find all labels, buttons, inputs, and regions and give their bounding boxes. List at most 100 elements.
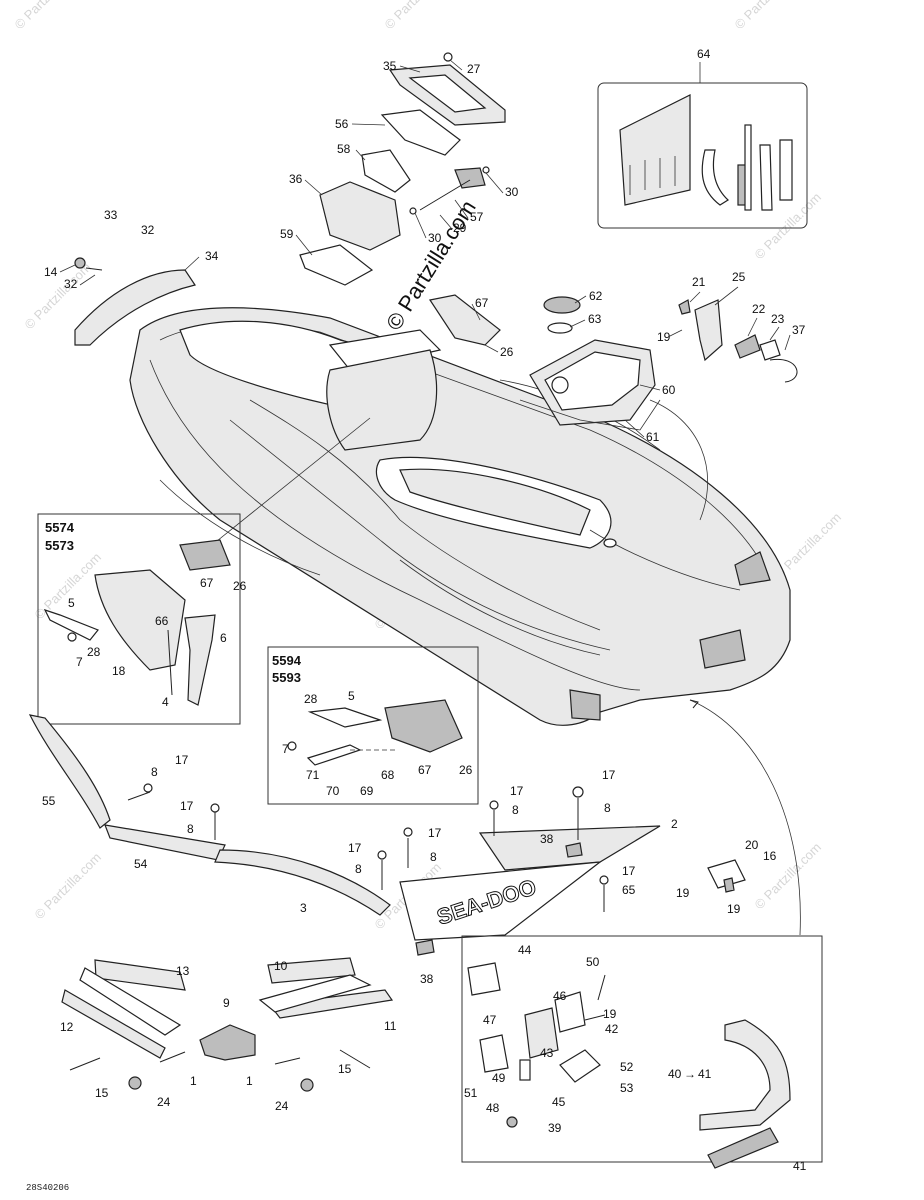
callout-6: 6 [220, 631, 227, 645]
callout-44: 44 [518, 943, 532, 957]
callout-9: 9 [223, 996, 230, 1010]
callout-28: 28 [87, 645, 101, 659]
callout-39: 39 [548, 1121, 562, 1135]
callout-26: 26 [459, 763, 473, 777]
callout-58: 58 [337, 142, 351, 156]
watermark: © Partzilla.com [12, 0, 85, 32]
callout-18: 18 [112, 664, 126, 678]
arrow-glyph: → [684, 1067, 696, 1081]
callout-49: 49 [492, 1071, 506, 1085]
watermark: © Partzilla.com [382, 0, 455, 32]
variant-box-5574 [37, 513, 241, 725]
callout-14: 14 [44, 265, 58, 279]
handle-26 [429, 294, 501, 346]
callout-19: 19 [727, 902, 741, 916]
side-moldings [28, 714, 661, 941]
callout-19: 19 [657, 330, 671, 344]
callout-34: 34 [205, 249, 219, 263]
callout-2: 2 [671, 817, 678, 831]
variant-code: 5573 [45, 538, 74, 553]
callout-19: 19 [603, 1007, 617, 1021]
callout-38: 38 [420, 972, 434, 986]
callout-68: 68 [381, 768, 395, 782]
callout-17: 17 [510, 784, 524, 798]
callout-37: 37 [792, 323, 806, 337]
callout-54: 54 [134, 857, 148, 871]
callout-67: 67 [418, 763, 432, 777]
callout-1: 1 [190, 1074, 197, 1088]
tow-eye-hardware [678, 299, 798, 383]
hull-detail [159, 479, 601, 656]
callout-41: 41 [698, 1067, 712, 1081]
callout-71: 71 [306, 768, 320, 782]
callout-27: 27 [467, 62, 481, 76]
callout-56: 56 [335, 117, 349, 131]
callout-17: 17 [622, 864, 636, 878]
callout-5: 5 [348, 689, 355, 703]
callout-26: 26 [500, 345, 514, 359]
callout-35: 35 [383, 59, 397, 73]
callout-19: 19 [676, 886, 690, 900]
callout-46: 46 [553, 989, 567, 1003]
callout-38: 38 [540, 832, 554, 846]
storage-bin [519, 296, 661, 431]
bumper-rails [61, 957, 394, 1092]
grab-handle-34 [74, 269, 196, 346]
callout-20: 20 [745, 838, 759, 852]
callout-17: 17 [428, 826, 442, 840]
callout-48: 48 [486, 1101, 500, 1115]
callout-15: 15 [95, 1086, 109, 1100]
callout-40: 40 [668, 1067, 682, 1081]
callout-30: 30 [428, 231, 442, 245]
callout-17: 17 [180, 799, 194, 813]
callout-61: 61 [646, 430, 660, 444]
callout-63: 63 [588, 312, 602, 326]
callout-30: 30 [505, 185, 519, 199]
callout-24: 24 [275, 1099, 289, 1113]
callout-36: 36 [289, 172, 303, 186]
callout-64: 64 [697, 47, 711, 61]
variant-code: 5594 [272, 653, 302, 668]
callout-22: 22 [752, 302, 766, 316]
callout-16: 16 [763, 849, 777, 863]
callout-8: 8 [604, 801, 611, 815]
drawing-code: 28S40206 [26, 1183, 70, 1193]
callout-4: 4 [162, 695, 169, 709]
callout-13: 13 [176, 964, 190, 978]
callout-23: 23 [771, 312, 785, 326]
watermark: © Partzilla.com [32, 850, 105, 923]
leader-arrow [689, 699, 801, 936]
callout-67: 67 [475, 296, 489, 310]
callout-59: 59 [280, 227, 294, 241]
callout-12: 12 [60, 1020, 74, 1034]
variant-code: 5593 [272, 670, 301, 685]
callout-32: 32 [64, 277, 78, 291]
callout-labels: 35 27 56 58 36 30 57 29 30 59 33 32 14 3… [42, 47, 807, 1173]
callout-43: 43 [540, 1046, 554, 1060]
leader-line [649, 399, 708, 521]
callout-60: 60 [662, 383, 676, 397]
fasteners [127, 783, 609, 956]
callout-45: 45 [552, 1095, 566, 1109]
callout-33: 33 [104, 208, 118, 222]
callout-66: 66 [155, 614, 169, 628]
rear-grab-box [461, 935, 823, 1169]
watermark: © Partzilla.com [732, 0, 805, 32]
callout-41: 41 [793, 1159, 807, 1173]
callout-17: 17 [175, 753, 189, 767]
callout-8: 8 [512, 803, 519, 817]
callout-21: 21 [692, 275, 706, 289]
callout-11: 11 [384, 1019, 397, 1033]
callout-57: 57 [470, 210, 484, 224]
callout-28: 28 [304, 692, 318, 706]
callout-32: 32 [141, 223, 155, 237]
callout-3: 3 [300, 901, 307, 915]
callout-67: 67 [200, 576, 214, 590]
callout-42: 42 [605, 1022, 619, 1036]
callout-8: 8 [151, 765, 158, 779]
callout-15: 15 [338, 1062, 352, 1076]
callout-1: 1 [246, 1074, 253, 1088]
glove-box-assembly [299, 52, 506, 286]
variant-box-5594 [267, 646, 479, 805]
